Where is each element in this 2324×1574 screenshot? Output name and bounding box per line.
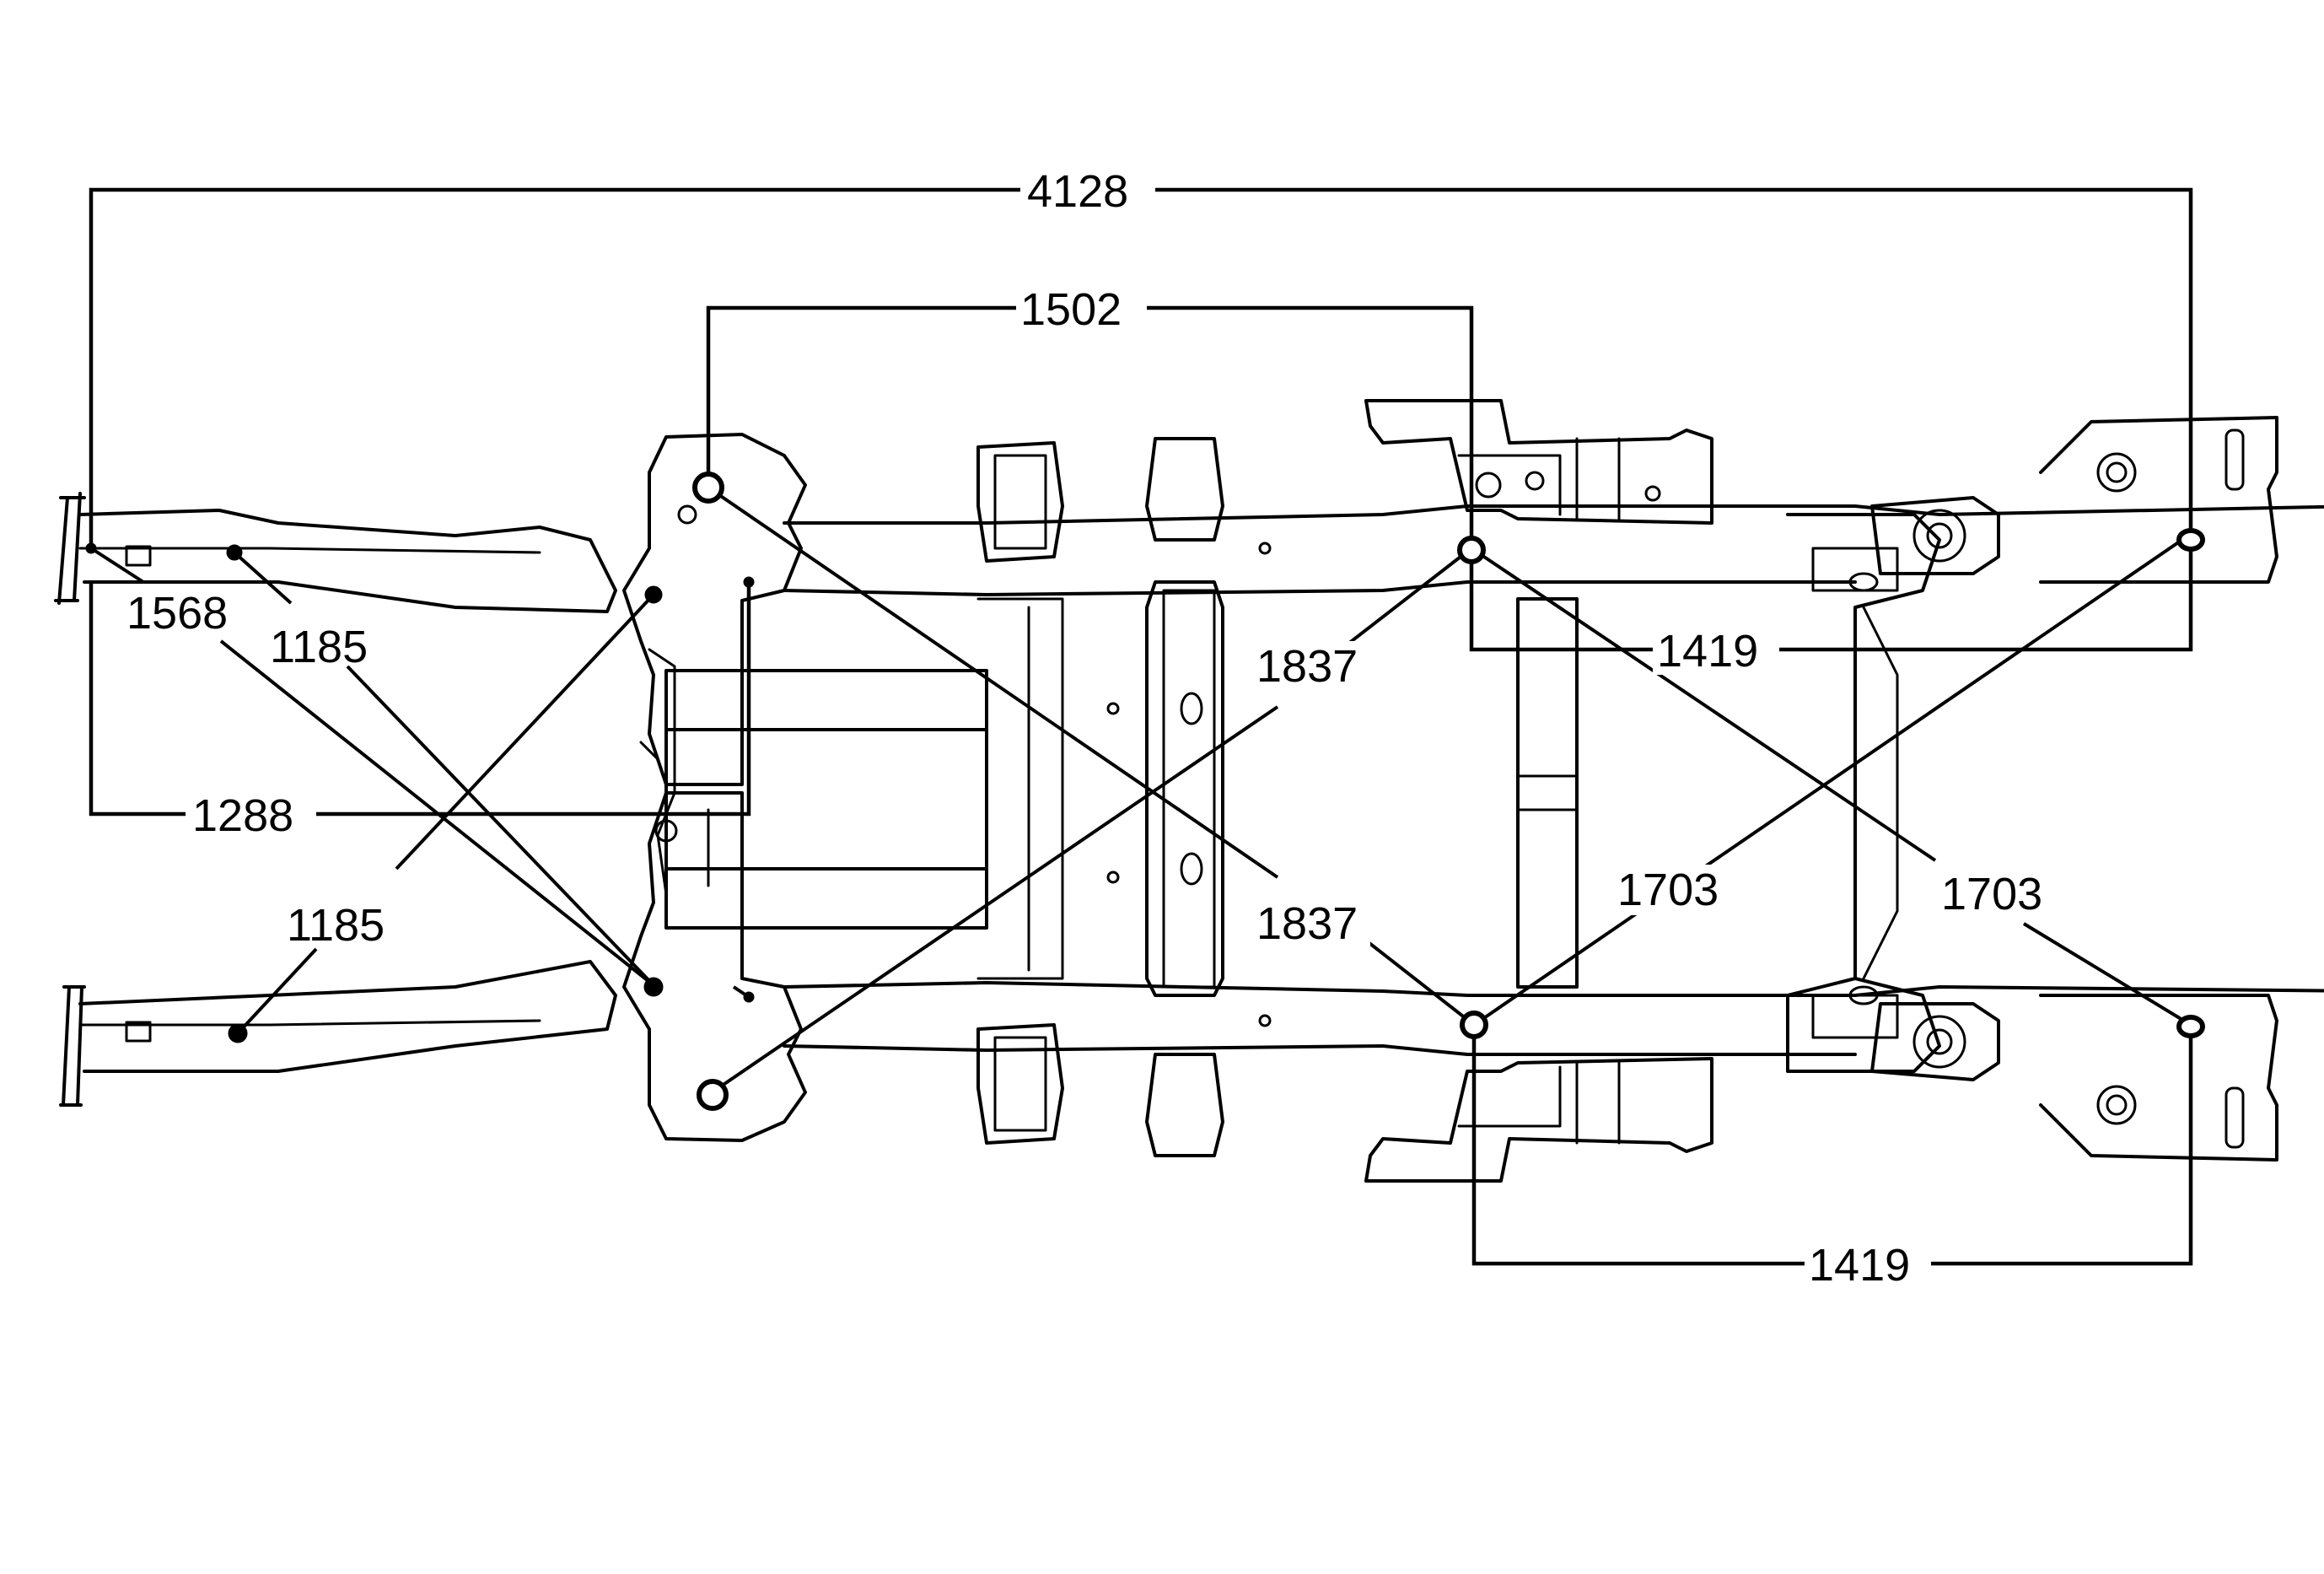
point-rail-upper bbox=[226, 544, 243, 561]
point-front-upper bbox=[692, 472, 724, 504]
dim-label-1703-right: 1703 bbox=[1941, 869, 2042, 919]
dim-label-1288: 1288 bbox=[192, 790, 293, 841]
dim-label-1185-lower: 1185 bbox=[287, 900, 385, 951]
point-rear-upper bbox=[2176, 528, 2205, 552]
dim-label-4128: 4128 bbox=[1027, 166, 1128, 217]
point-bracket-upper bbox=[743, 576, 755, 588]
dimension-lines bbox=[89, 187, 2193, 1266]
point-mid-lower bbox=[1460, 1011, 1488, 1039]
point-tower-lower bbox=[643, 977, 664, 997]
point-front-lower bbox=[697, 1079, 729, 1111]
dim-label-1419-upper: 1419 bbox=[1657, 626, 1758, 676]
dim-label-1837-upper: 1837 bbox=[1256, 641, 1358, 692]
vehicle-frame bbox=[54, 399, 2324, 1183]
dim-label-1837-lower: 1837 bbox=[1256, 898, 1358, 949]
point-tower-upper bbox=[644, 585, 663, 604]
point-rail-lower bbox=[228, 1023, 248, 1043]
dim-label-1419-lower: 1419 bbox=[1809, 1240, 1910, 1291]
dim-label-1502: 1502 bbox=[1020, 284, 1122, 335]
measuring-points bbox=[85, 472, 2205, 1111]
dimension-labels: 4128 1502 1568 1185 1288 1185 1837 1837 … bbox=[126, 164, 2058, 1291]
point-bracket-lower bbox=[743, 991, 755, 1003]
point-rear-lower bbox=[2176, 1015, 2205, 1038]
point-mid-upper bbox=[1457, 536, 1486, 564]
dim-label-1703-left: 1703 bbox=[1617, 865, 1719, 915]
dim-label-1185-upper: 1185 bbox=[270, 622, 368, 672]
point-bumper-upper bbox=[85, 542, 97, 554]
dim-label-1568: 1568 bbox=[126, 588, 228, 639]
